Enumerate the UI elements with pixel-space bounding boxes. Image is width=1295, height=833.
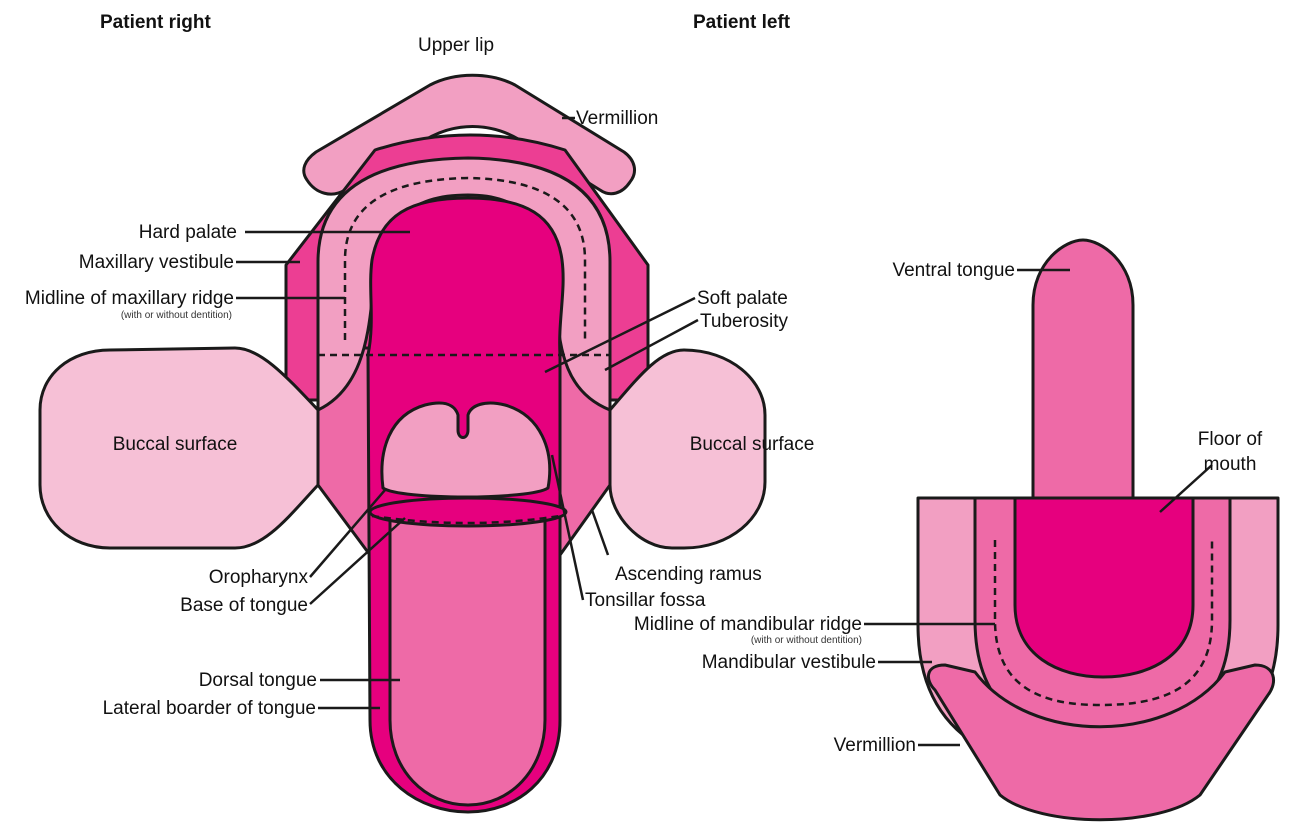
- midline-mandibular-ridge-label: Midline of mandibular ridge: [634, 614, 862, 635]
- floor-of-mouth-label-line2: mouth: [1204, 454, 1257, 475]
- upper-lip-label: Upper lip: [418, 35, 494, 56]
- dorsal-tongue-shape: [390, 510, 545, 805]
- midline-maxillary-ridge-label: Midline of maxillary ridge: [25, 288, 234, 309]
- vermillion-upper-label: Vermillion: [576, 108, 658, 129]
- ventral-tongue-shape: [1033, 240, 1133, 500]
- lateral-border-label: Lateral boarder of tongue: [103, 698, 316, 719]
- buccal-surface-left-label: Buccal surface: [690, 434, 815, 455]
- midline-mandibular-ridge-note: (with or without dentition): [751, 635, 862, 646]
- patient-left-label: Patient left: [693, 12, 791, 33]
- midline-maxillary-ridge-note: (with or without dentition): [121, 310, 232, 321]
- leader-ascending-ramus: [592, 510, 608, 555]
- vermillion-lower-label: Vermillion: [834, 735, 916, 756]
- buccal-surface-right-label: Buccal surface: [113, 434, 238, 455]
- oropharynx-label: Oropharynx: [209, 567, 309, 588]
- floor-of-mouth-label-line1: Floor of: [1198, 429, 1263, 450]
- ascending-ramus-label: Ascending ramus: [615, 564, 762, 585]
- tonsillar-fossa-label: Tonsillar fossa: [585, 590, 706, 611]
- tuberosity-label: Tuberosity: [700, 311, 788, 332]
- hard-palate-label: Hard palate: [139, 222, 237, 243]
- base-of-tongue-label: Base of tongue: [180, 595, 308, 616]
- mandibular-vestibule-label: Mandibular vestibule: [702, 652, 876, 673]
- floor-of-mouth-shape: [1015, 498, 1193, 677]
- soft-palate-label: Soft palate: [697, 288, 788, 309]
- dorsal-tongue-label: Dorsal tongue: [199, 670, 317, 691]
- ventral-tongue-label: Ventral tongue: [892, 260, 1015, 281]
- patient-right-label: Patient right: [100, 12, 212, 33]
- maxillary-vestibule-label: Maxillary vestibule: [79, 252, 234, 273]
